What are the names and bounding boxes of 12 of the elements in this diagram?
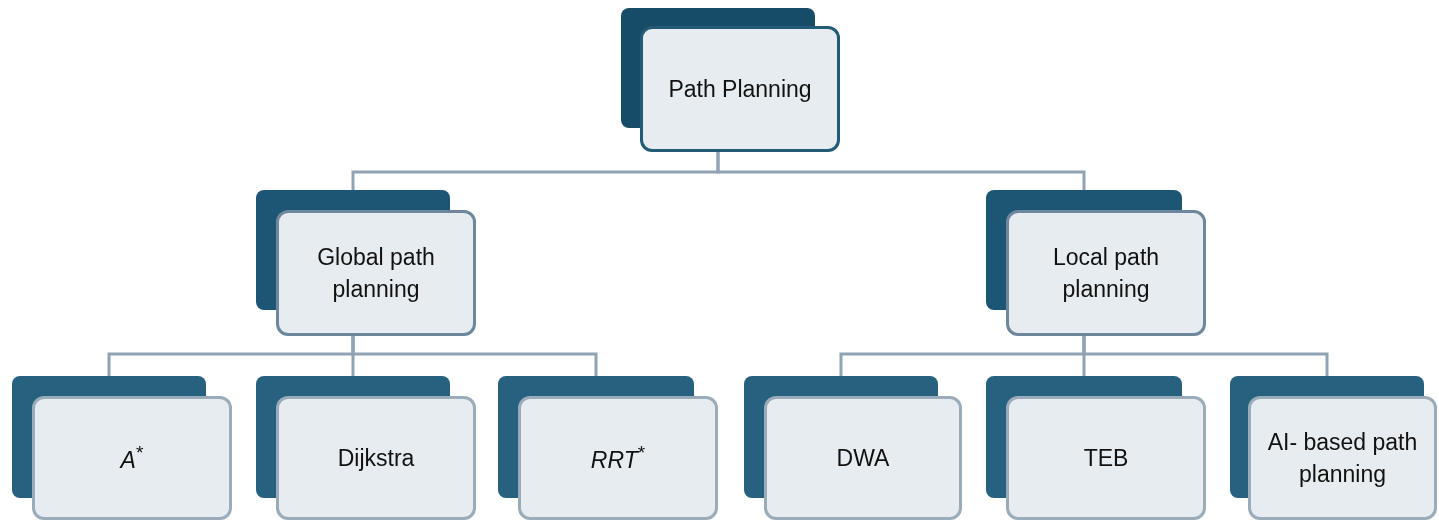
box-label: DWA <box>836 443 890 473</box>
box-label: Local path planning <box>1051 242 1161 304</box>
box-label: RRT$^{*}$ <box>590 441 646 475</box>
box-label: Path Planning <box>668 74 812 104</box>
connector-line <box>1082 336 1329 376</box>
box-label: A$^{*}$ <box>120 441 144 475</box>
box-label: TEB <box>1083 443 1129 473</box>
connector-line <box>351 336 598 376</box>
box-label: AI- based path planning <box>1266 427 1419 489</box>
connector-line <box>716 152 1086 190</box>
box-label: Dijkstra <box>337 443 415 473</box>
box-label: Global path planning <box>316 242 436 304</box>
